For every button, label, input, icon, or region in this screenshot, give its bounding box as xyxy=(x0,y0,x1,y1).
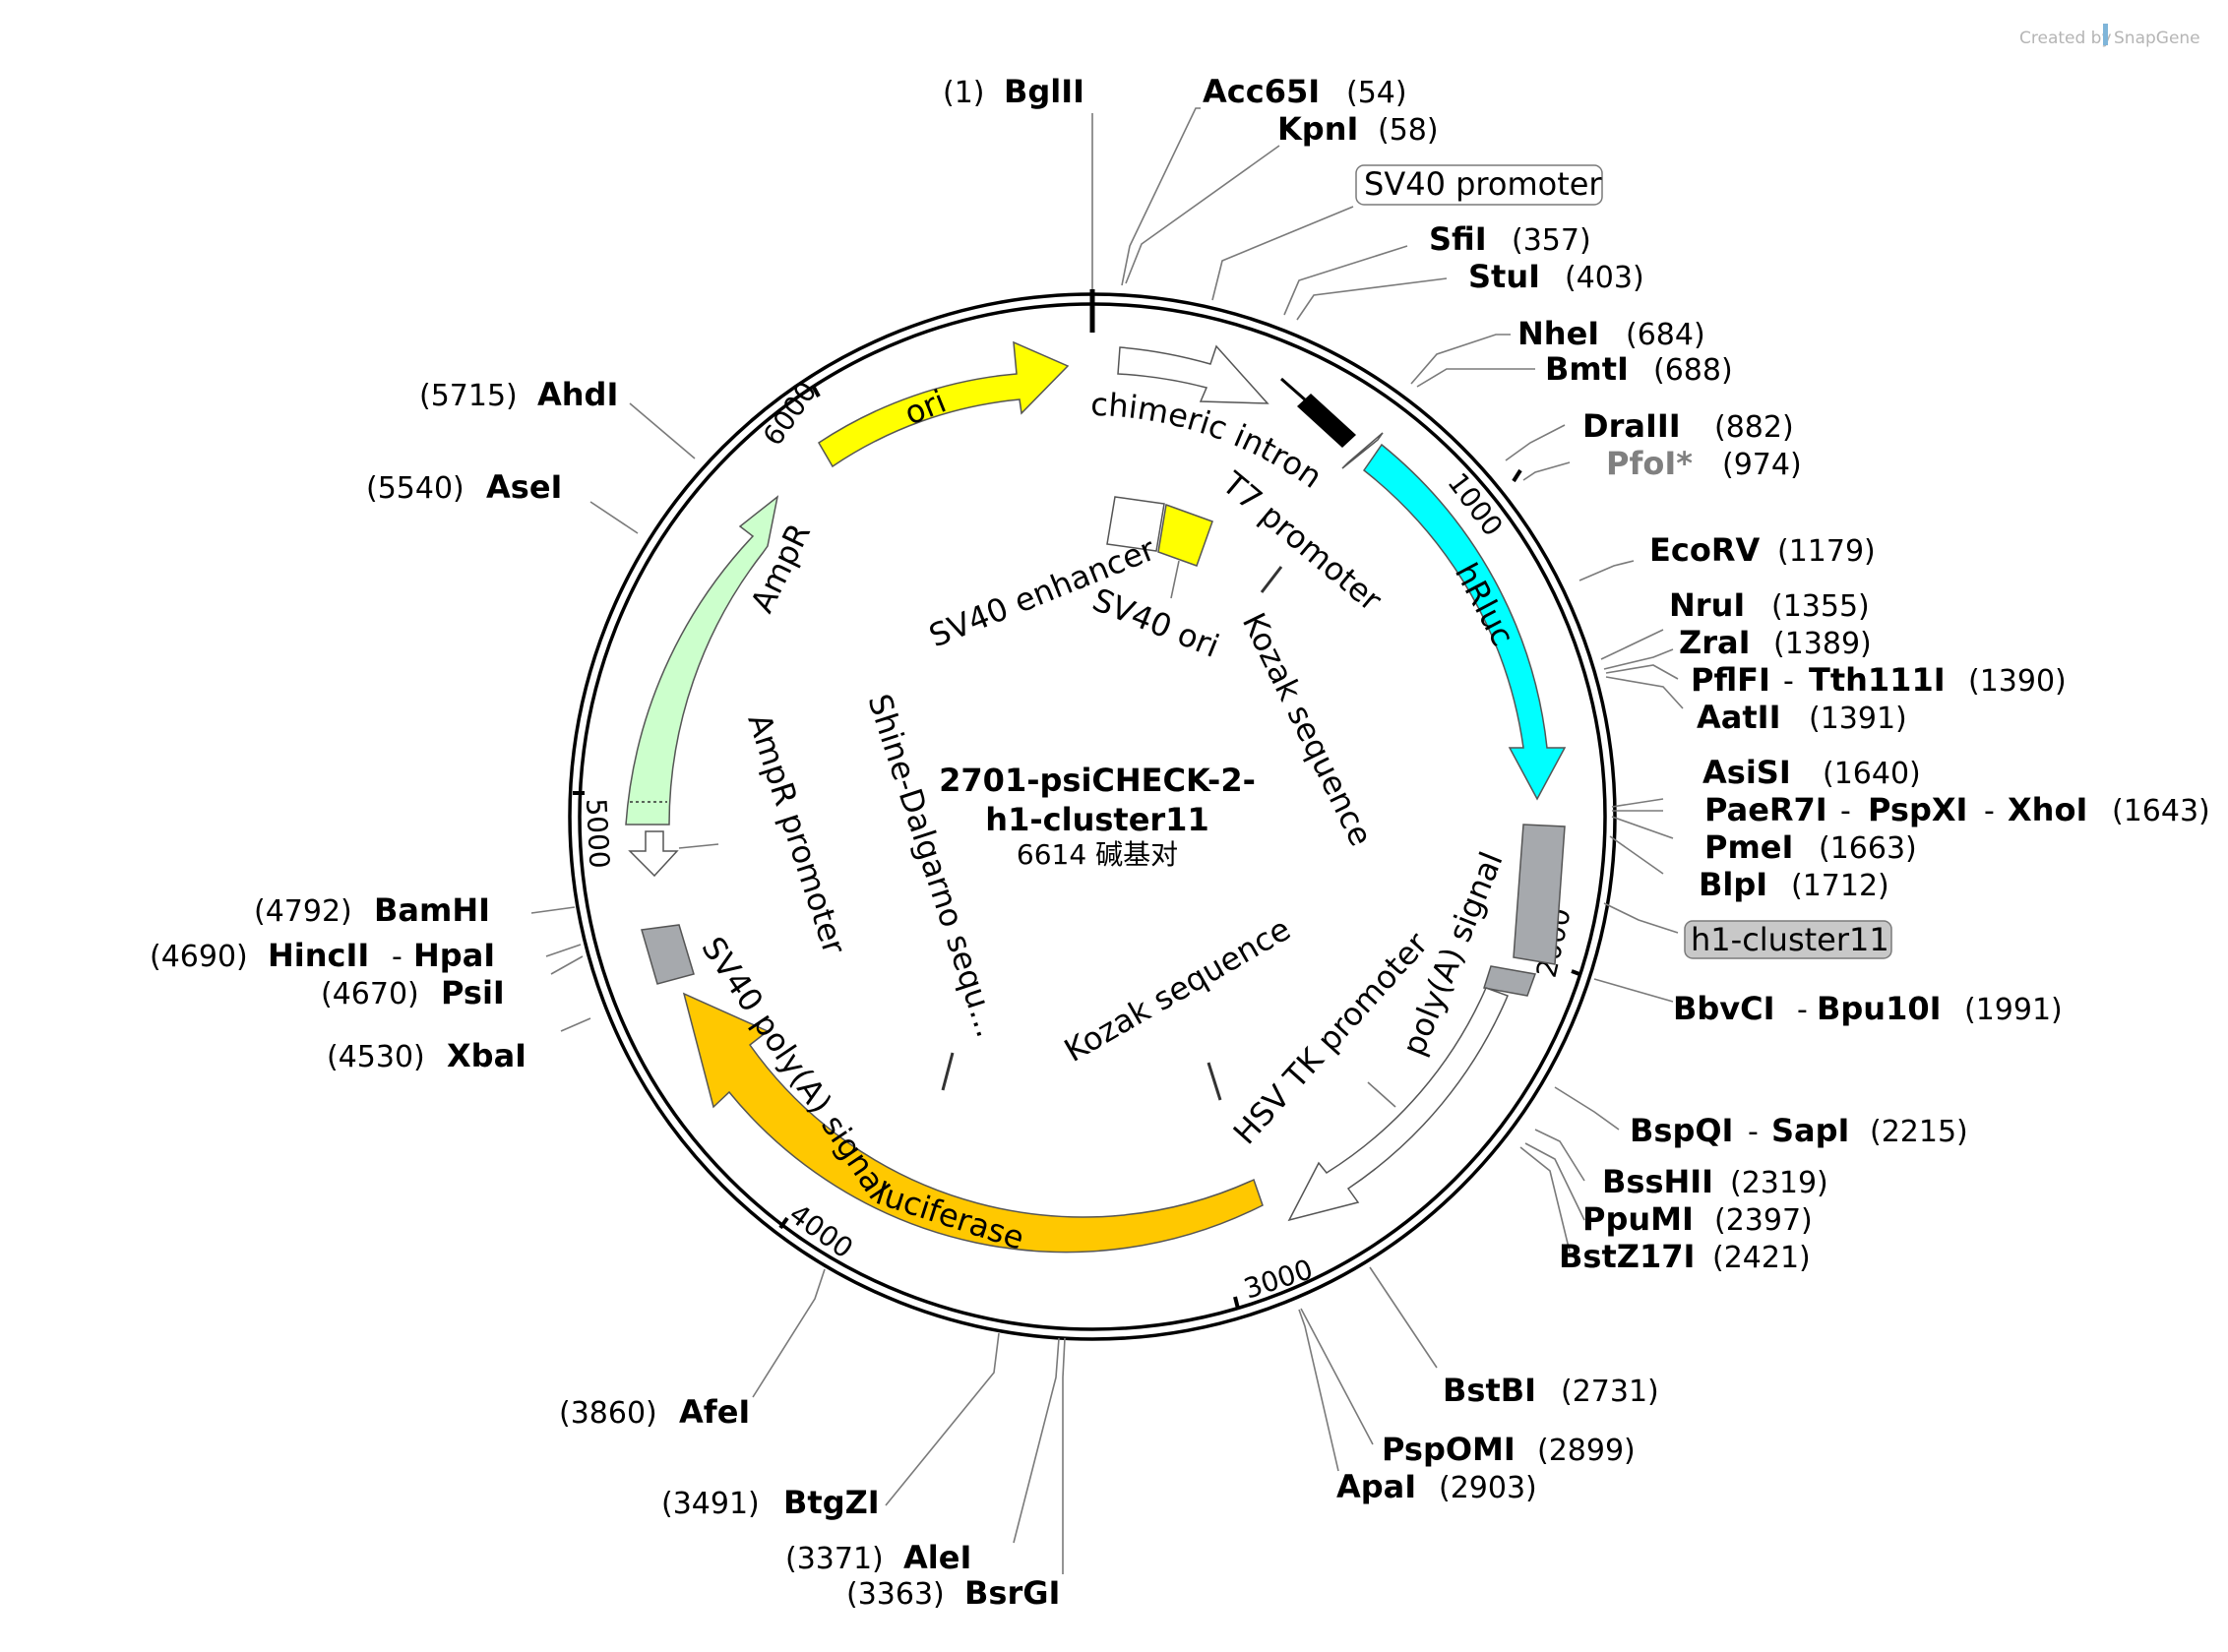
site-sfiI[interactable]: SfiI(357) xyxy=(1429,220,1591,258)
kozak-label-2: Kozak sequence xyxy=(1058,910,1297,1070)
tick-label-5000: 5000 xyxy=(580,798,616,870)
ampr-promoter-label: AmpR promoter xyxy=(740,709,853,959)
tick-mark-4000 xyxy=(778,1216,789,1230)
site-pfoI[interactable]: PfoI*(974) xyxy=(1606,445,1802,482)
site-bamHI[interactable]: (4792)BamHI xyxy=(254,891,490,929)
site-aatII[interactable]: AatII(1391) xyxy=(1697,699,1907,736)
hsv-tk-leader xyxy=(1367,1081,1396,1108)
site-labels: (1)BglII Acc65I(54) KpnI(58) SV40 promot… xyxy=(150,73,2210,1612)
map-name-line2: h1-cluster11 xyxy=(985,801,1208,838)
site-bstZ17I[interactable]: BstZ17I(2421) xyxy=(1559,1238,1811,1275)
h1-cluster11-box[interactable] xyxy=(1684,920,1892,959)
sv40-promoter-label: SV40 promoter xyxy=(1364,165,1602,203)
site-ahdI[interactable]: (5715)AhdI xyxy=(419,376,618,413)
t7-promoter-bar xyxy=(1280,377,1349,440)
map-name-line1: 2701-psiCHECK-2- xyxy=(939,762,1256,799)
snapgene-logo-icon xyxy=(2103,24,2108,45)
site-nruI[interactable]: NruI(1355) xyxy=(1669,586,1870,624)
map-size-label: 6614 碱基对 xyxy=(1017,838,1178,871)
site-paeR7I[interactable]: PaeR7I-PspXI-XhoI(1643) xyxy=(1704,791,2210,828)
ampr-arrow[interactable] xyxy=(625,495,779,826)
site-acc65I[interactable]: Acc65I(54) xyxy=(1203,73,1407,110)
sv40-ori-block[interactable] xyxy=(1157,503,1213,567)
site-blpI[interactable]: BlpI(1712) xyxy=(1699,866,1889,903)
kozak-mark-1 xyxy=(1260,566,1283,593)
site-apaI[interactable]: ApaI(2903) xyxy=(1336,1468,1537,1505)
sv40-enhancer-block[interactable] xyxy=(1106,496,1165,552)
site-bspQI[interactable]: BspQI-SapI(2215) xyxy=(1630,1112,1968,1149)
site-pflFI[interactable]: PflFI-Tth111I(1390) xyxy=(1691,661,2067,699)
ampr-promoter-arrow[interactable] xyxy=(628,830,679,878)
ori-arrow[interactable] xyxy=(817,340,1070,468)
luciferase-label: luciferase xyxy=(872,1174,1029,1256)
tick-mark-6000 xyxy=(811,385,821,398)
hrluc-arrow[interactable] xyxy=(1362,443,1567,801)
site-pspOMI[interactable]: PspOMI(2899) xyxy=(1382,1431,1636,1468)
site-zraI[interactable]: ZraI(1389) xyxy=(1679,624,1872,661)
center-title: 2701-psiCHECK-2- h1-cluster11 6614 碱基对 xyxy=(939,762,1256,871)
site-aleI[interactable]: (3371)AleI xyxy=(785,1539,971,1576)
site-bmtI[interactable]: BmtI(688) xyxy=(1545,350,1733,388)
sv40-polya-block[interactable] xyxy=(641,924,695,985)
site-pmeI[interactable]: PmeI(1663) xyxy=(1704,828,1917,866)
sv40-promoter-box[interactable] xyxy=(1355,164,1603,206)
shine-dalgarno-label: Shine-Dalgarno sequ... xyxy=(860,690,1007,1042)
site-xbaI[interactable]: (4530)XbaI xyxy=(327,1037,526,1074)
tick-mark-3000 xyxy=(1233,1296,1240,1310)
sv40-ori-label: SV40 ori xyxy=(1087,581,1224,665)
site-bglII[interactable]: (1)BglII xyxy=(943,73,1084,110)
watermark-created-by: Created by xyxy=(2019,29,2112,48)
site-ecoRV[interactable]: EcoRV(1179) xyxy=(1649,531,1876,569)
site-hincII[interactable]: (4690)HincII-HpaI xyxy=(150,937,495,974)
site-ppuMI[interactable]: PpuMI(2397) xyxy=(1582,1200,1813,1238)
hrluc-label: hRluc xyxy=(1448,557,1521,652)
luciferase-arrow[interactable] xyxy=(682,992,1264,1254)
site-stuI[interactable]: StuI(403) xyxy=(1468,258,1644,295)
hsv-polya-block[interactable] xyxy=(1483,965,1537,997)
sv40-ori-leader xyxy=(1170,560,1180,599)
site-btgZI[interactable]: (3491)BtgZI xyxy=(661,1484,880,1521)
site-bbvCI[interactable]: BbvCI-Bpu10I(1991) xyxy=(1673,990,2063,1027)
hsv-tk-promoter-arrow[interactable] xyxy=(1287,987,1509,1222)
site-draIII[interactable]: DraIII(882) xyxy=(1582,407,1794,445)
ampr-promoter-leader xyxy=(678,843,719,849)
snapgene-watermark: Created by SnapGene xyxy=(2019,24,2200,48)
tick-label-4000: 4000 xyxy=(783,1197,859,1265)
chimeric-intron-arrow[interactable] xyxy=(1117,344,1269,404)
site-kpnI[interactable]: KpnI(58) xyxy=(1277,110,1439,148)
tick-mark-1000 xyxy=(1512,468,1522,483)
shine-dalgarno-mark xyxy=(941,1052,955,1091)
h1-cluster11-block[interactable] xyxy=(1513,824,1566,965)
kozak-label-1: Kozak sequence xyxy=(1235,607,1380,852)
h1-cluster11-label: h1-cluster11 xyxy=(1691,921,1889,958)
site-aseI[interactable]: (5540)AseI xyxy=(366,468,562,506)
site-leaders xyxy=(530,107,1684,1574)
watermark-brand: SnapGene xyxy=(2114,29,2200,48)
site-bsrGI[interactable]: (3363)BsrGI xyxy=(846,1574,1060,1612)
site-psiI[interactable]: (4670)PsiI xyxy=(321,974,505,1011)
site-nheI[interactable]: NheI(684) xyxy=(1517,315,1705,352)
kozak-mark-2 xyxy=(1207,1062,1222,1101)
mcs-mark xyxy=(1341,432,1384,469)
features: ori chimeric intron T7 promoter hRluc SV… xyxy=(625,340,1567,1257)
site-asiSI[interactable]: AsiSI(1640) xyxy=(1702,754,1921,791)
site-afeI[interactable]: (3860)AfeI xyxy=(559,1393,750,1431)
tick-label-3000: 3000 xyxy=(1240,1253,1317,1305)
site-bssHII[interactable]: BssHII(2319) xyxy=(1602,1163,1828,1200)
tick-mark-2000 xyxy=(1571,969,1580,976)
site-bstBI[interactable]: BstBI(2731) xyxy=(1443,1372,1659,1409)
